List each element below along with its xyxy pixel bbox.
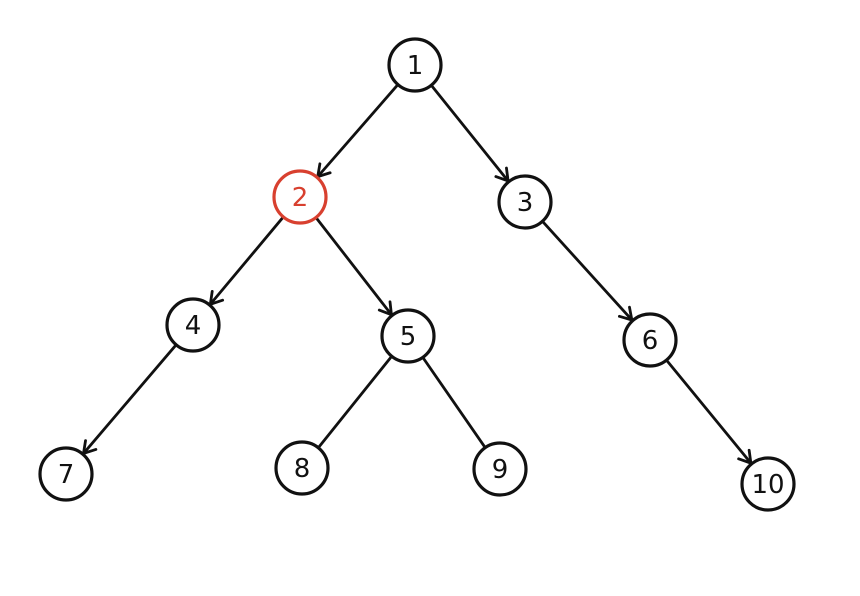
node-label: 10 — [751, 470, 784, 500]
node-label: 3 — [517, 188, 534, 218]
node-1: 1 — [387, 37, 443, 93]
node-9: 9 — [472, 441, 528, 497]
node-3: 3 — [497, 174, 553, 230]
node-label: 1 — [407, 51, 424, 81]
edge-4-7 — [82, 343, 178, 455]
edge-line — [316, 83, 400, 179]
node-circle — [497, 174, 553, 230]
node-label: 4 — [185, 311, 202, 341]
edge-line — [82, 343, 178, 455]
node-circle — [274, 440, 330, 496]
nodes-layer: 1 2 3 4 5 6 7 8 9 10 — [38, 37, 796, 512]
edge-line — [665, 358, 753, 465]
node-5: 5 — [380, 308, 436, 364]
node-label: 8 — [294, 454, 311, 484]
edge-line — [317, 354, 394, 449]
edge-5-8 — [317, 354, 394, 449]
edges-layer — [82, 83, 753, 465]
node-circle — [38, 446, 94, 502]
node-label: 2 — [292, 183, 309, 213]
edge-line — [541, 219, 634, 322]
node-8: 8 — [274, 440, 330, 496]
edge-5-9 — [421, 355, 487, 449]
edge-line — [208, 215, 285, 306]
node-label: 7 — [58, 460, 75, 490]
edge-line — [421, 355, 487, 449]
edge-2-5 — [314, 216, 393, 317]
node-circle — [387, 37, 443, 93]
node-label: 6 — [642, 326, 659, 356]
edge-2-4 — [208, 215, 285, 306]
edge-line — [429, 83, 510, 183]
edge-1-2 — [316, 83, 400, 179]
node-circle — [472, 441, 528, 497]
edge-line — [314, 216, 393, 317]
node-circle — [622, 312, 678, 368]
node-2: 2 — [272, 169, 328, 225]
node-circle — [165, 297, 221, 353]
node-4: 4 — [165, 297, 221, 353]
node-circle — [272, 169, 328, 225]
node-label: 5 — [400, 322, 417, 352]
node-10: 10 — [740, 456, 796, 512]
node-circle — [380, 308, 436, 364]
node-circle — [740, 456, 796, 512]
edge-6-10 — [665, 358, 753, 465]
edge-3-6 — [541, 219, 634, 322]
node-label: 9 — [492, 455, 509, 485]
node-7: 7 — [38, 446, 94, 502]
node-6: 6 — [622, 312, 678, 368]
edge-1-3 — [429, 83, 510, 183]
